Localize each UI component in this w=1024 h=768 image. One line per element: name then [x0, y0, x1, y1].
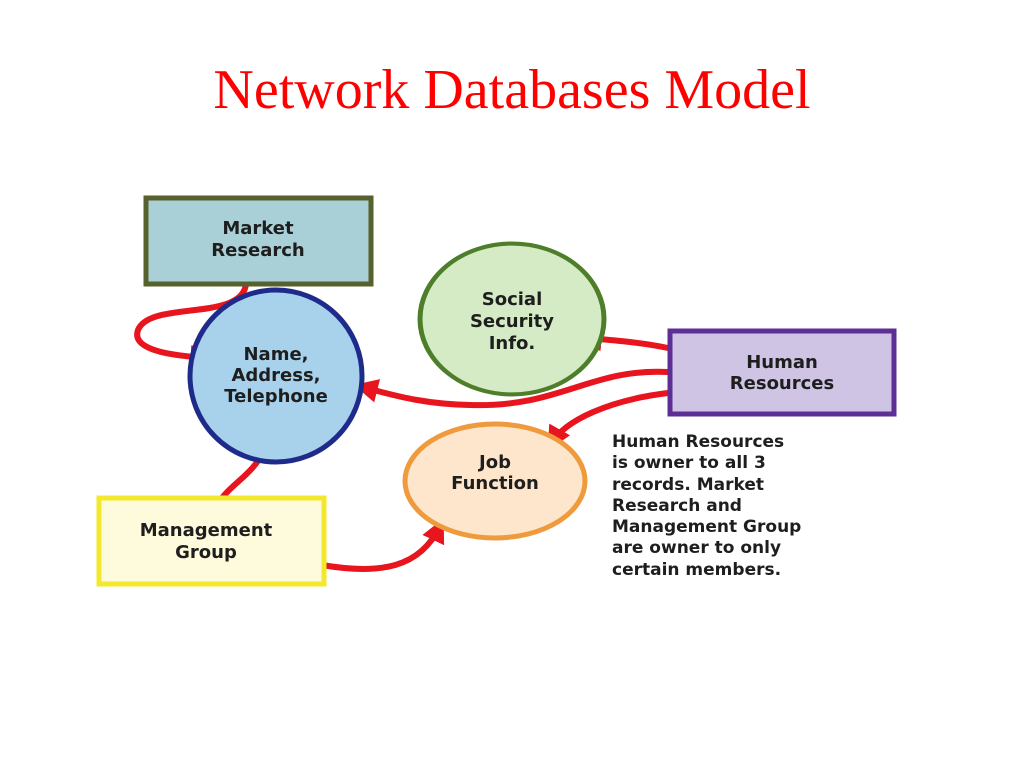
management-group-label-line2: Group: [175, 542, 237, 563]
arrow-hr-to-name: [353, 368, 671, 409]
note-line: Research and: [612, 495, 742, 516]
social-security-label-line1: Social: [482, 289, 543, 310]
note-line: certain members.: [612, 559, 782, 580]
node-market-research: Market Research: [143, 195, 374, 287]
social-security-label-line2: Security: [470, 311, 554, 332]
management-group-label-line1: Management: [140, 520, 273, 541]
name-address-label-line3: Telephone: [224, 386, 328, 407]
human-resources-label-line2: Resources: [730, 373, 834, 394]
job-function-label-line1: Job: [477, 452, 511, 473]
market-research-label-line2: Research: [211, 240, 305, 261]
node-management-group: Management Group: [96, 495, 327, 587]
job-function-label-line2: Function: [451, 473, 539, 494]
note-line: records. Market: [612, 474, 764, 495]
node-job-function: Job Function: [402, 421, 588, 541]
page-title: Network Databases Model: [213, 59, 811, 121]
node-human-resources: Human Resources: [667, 328, 897, 417]
social-security-label-line3: Info.: [489, 333, 536, 354]
management-group-box: [96, 495, 327, 587]
ownership-note: Human Resources is owner to all 3 record…: [612, 432, 912, 581]
market-research-box: [143, 195, 374, 287]
arrow-management-to-job: [319, 518, 445, 572]
name-address-label-line2: Address,: [231, 365, 320, 386]
note-line: Human Resources: [612, 432, 785, 452]
arrow-hr-to-job: [547, 390, 671, 451]
note-line: is owner to all 3: [612, 453, 766, 474]
note-line: are owner to only: [612, 538, 782, 559]
job-function-circle: [402, 421, 588, 541]
name-address-circle: [187, 287, 365, 465]
node-social-security: Social Security Info.: [417, 241, 607, 397]
social-security-circle: [417, 241, 607, 397]
human-resources-label-line1: Human: [746, 352, 818, 373]
name-address-label-line1: Name,: [243, 344, 308, 365]
node-name-address: Name, Address, Telephone: [187, 287, 365, 465]
note-line: Management Group: [612, 517, 802, 538]
market-research-label-line1: Market: [222, 218, 294, 239]
human-resources-box: [667, 328, 897, 417]
